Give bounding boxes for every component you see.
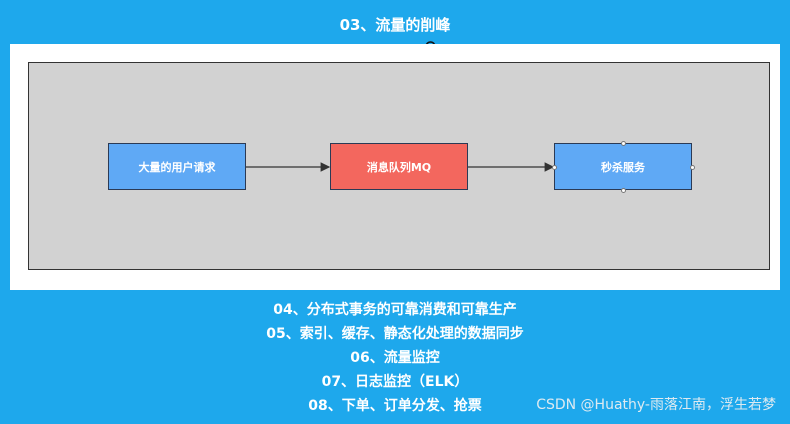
node-seckill-service[interactable]: 秒杀服务 [554,143,692,190]
node-user-requests-label: 大量的用户请求 [138,160,216,174]
node-message-queue[interactable]: 消息队列MQ [330,143,468,190]
resize-handle-bottom[interactable] [621,188,626,193]
topic-item: 06、流量监控 [350,350,440,366]
node-user-requests[interactable]: 大量的用户请求 [108,143,246,190]
resize-handle-top[interactable] [621,141,626,146]
topic-item: 05、索引、缓存、静态化处理的数据同步 [266,326,524,342]
topic-item: 07、日志监控（ELK） [321,374,469,390]
resize-handle-right[interactable] [690,165,695,170]
topic-item: 04、分布式事务的可靠消费和可靠生产 [273,302,517,318]
topic-list: 04、分布式事务的可靠消费和可靠生产 05、索引、缓存、静态化处理的数据同步 0… [0,298,790,418]
node-message-queue-label: 消息队列MQ [366,160,432,174]
topic-item: 08、下单、订单分发、抢票 [308,398,482,414]
resize-handle-left[interactable] [552,165,557,170]
node-seckill-service-label: 秒杀服务 [601,160,645,174]
watermark: CSDN @Huathy-雨落江南，浮生若梦 [536,397,776,413]
section-title: 03、流量的削峰 [339,16,451,34]
